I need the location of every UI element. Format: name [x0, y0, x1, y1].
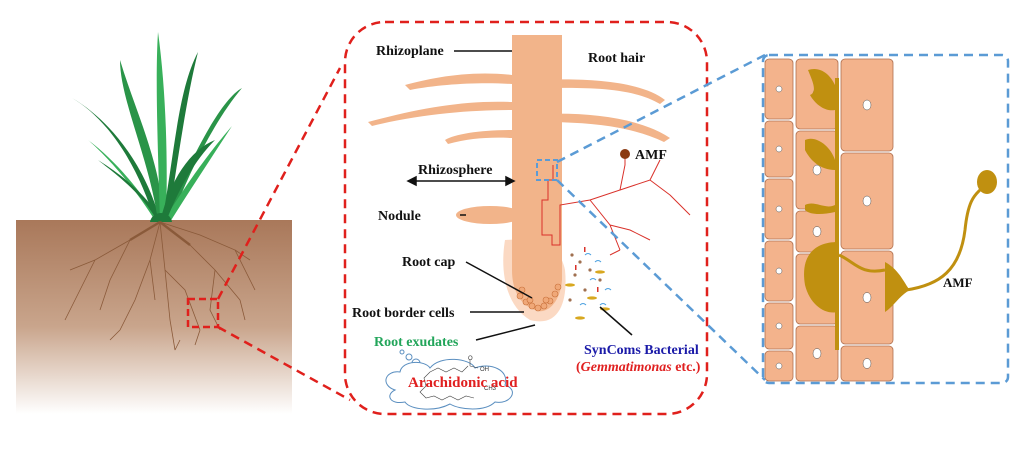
cells-panel: AMF	[761, 53, 1010, 385]
syncoms-etc: etc.)	[672, 360, 701, 375]
blue-zoom-line-bottom	[556, 179, 766, 381]
cell-nucleus	[812, 164, 822, 176]
soil	[16, 220, 292, 414]
blue-zoom-line-top	[556, 53, 766, 164]
cell-nucleus	[862, 358, 872, 369]
root-hairs	[368, 73, 670, 144]
exudate-cloud	[385, 349, 513, 410]
chem-ch3: CH3	[484, 386, 497, 392]
label-rhizoplane: Rhizoplane	[376, 44, 444, 59]
rhizosphere-frame	[343, 20, 709, 416]
nodule-shape	[456, 206, 524, 224]
label-root-hair: Root hair	[588, 51, 645, 66]
label-nodule: Nodule	[378, 209, 421, 224]
leader-lines	[454, 50, 633, 341]
label-root-exudates: Root exudates	[374, 335, 459, 350]
amf-fungus	[804, 68, 997, 350]
label-amf-cells: AMF	[943, 275, 973, 290]
syncoms-genus: Gemmatimonas	[581, 360, 673, 375]
label-root-border-cells: Root border cells	[352, 306, 455, 321]
cell-nucleus	[862, 292, 872, 303]
arachidonic-structure	[419, 360, 479, 401]
cells-frame	[761, 53, 1010, 385]
cell-nucleus	[775, 362, 783, 370]
label-syncoms: SynComs Bacterial	[584, 343, 699, 358]
amf-hyphae	[541, 158, 691, 256]
plant-leaves	[72, 32, 242, 222]
plant-zoom-box	[186, 297, 220, 329]
zoom-line-top	[216, 67, 342, 300]
chem-o: O	[468, 356, 473, 362]
plant-panel	[16, 32, 351, 414]
cell-nucleus	[862, 99, 872, 111]
chem-oh: OH	[480, 367, 489, 373]
rhizosphere-arrow	[406, 175, 516, 187]
cell-nucleus	[812, 348, 822, 359]
cell-zoom-box	[536, 159, 558, 181]
cell-nucleus	[775, 322, 783, 330]
syncoms-open-paren: (	[576, 360, 581, 375]
label-rhizosphere: Rhizosphere	[418, 163, 492, 178]
cell-nucleus	[862, 195, 872, 207]
label-arachidonic-acid: Arachidonic acid	[408, 375, 518, 391]
cell-nucleus	[775, 145, 783, 153]
amf-spore	[620, 149, 630, 159]
cell-nucleus	[775, 85, 783, 93]
label-syncoms-genus-line: (Gemmatimonas etc.)	[576, 360, 701, 375]
bacteria-cluster	[565, 247, 612, 320]
cell-nucleus	[775, 205, 783, 213]
label-amf-mid: AMF	[635, 148, 667, 163]
cell-nucleus	[775, 267, 783, 275]
zoom-line-bottom	[217, 325, 351, 402]
rhizosphere-panel: Rhizoplane Root hair Rhizosphere AMF Nod…	[343, 20, 766, 416]
label-root-cap: Root cap	[402, 255, 455, 270]
cell-nucleus	[812, 226, 822, 237]
